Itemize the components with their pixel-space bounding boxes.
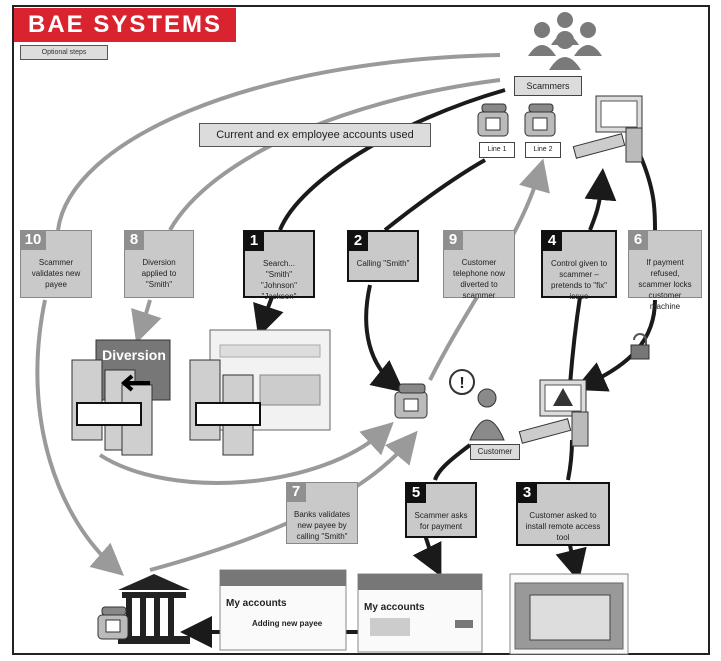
step-5-text: Scammer asks for payment [414,511,468,531]
step-10-number: 10 [20,230,46,250]
scammers-people-icon [528,12,602,70]
step3-to-screen-arrow [555,544,587,582]
step8-to-diversion-arrow [131,299,162,344]
step-9: 9 Customer telephone now diverted to sca… [443,230,515,300]
bank-icon [118,574,190,644]
step-6: 6 If payment refused, scammer locks cust… [628,230,702,311]
customer-person-icon [469,388,505,441]
step-2-number: 2 [348,231,368,251]
bank-phone-icon [97,606,129,640]
step-4-text: Control given to scammer – pretends to "… [550,259,608,301]
step-7-text: Banks validates new payee by calling "Sm… [293,510,351,541]
adding-payee-screen: My accounts Adding new payee [219,569,347,651]
step4-to-computer-arrow [584,168,617,231]
step-1-text: Search... "Smith" "Johnson" "Jackson" [261,259,297,301]
step10-to-bank-arrow [35,299,125,576]
step-9-number: 9 [443,230,463,250]
optional-steps-legend: Optional steps [20,45,108,60]
bae-systems-logo: BAE SYSTEMS [14,8,236,42]
scammer-computer-to-step6-curve [638,154,657,231]
step-8-number: 8 [124,230,144,250]
screen1-subtitle: Adding new payee [252,619,323,628]
step5-to-screen-arrow [412,534,442,577]
step-1-number: 1 [244,231,264,251]
step-5: 5 Scammer asks for payment [405,482,477,538]
scammer-to-step1-curve [278,88,506,231]
line2-label: Line 2 [525,142,561,158]
bank-to-phone-arrow [149,430,418,572]
step-10: 10 Scammer validates new payee [20,230,92,298]
step-2-text: Calling "Smith" [356,259,410,268]
customer-label: Customer [470,444,520,460]
step-8-text: Diversion applied to "Smith" [141,258,177,289]
computer-to-step3-curve [566,439,574,481]
diversion-to-phone-arrow [98,421,394,485]
step-4-number: 4 [542,231,562,251]
step-3-text: Customer asked to install remote access … [525,511,601,542]
step-3: 3 Customer asked to install remote acces… [516,482,610,546]
screen1-title: My accounts [226,598,287,609]
payment-screen: My accounts [357,573,483,653]
scammer-computer-icon [572,95,643,163]
diversion-label: Diversion [102,347,166,363]
step-5-number: 5 [406,483,426,503]
step6-to-customer-computer-arrow [574,299,657,392]
search-database-icon [189,329,331,456]
step-1: 1 Search... "Smith" "Johnson" "Jackson" [243,230,315,301]
step-7: 7 Banks validates new payee by calling "… [286,482,358,544]
svg-text:!: ! [459,375,464,392]
employee-accounts-callout: Current and ex employee accounts used [199,123,431,147]
scammer-to-step10-curve [56,53,501,231]
step-2: 2 Calling "Smith" [347,230,419,282]
line1-label: Line 1 [479,142,515,158]
step1-to-database-arrow [253,296,284,338]
step-8: 8 Diversion applied to "Smith" [124,230,194,298]
step-9-text: Customer telephone now diverted to scamm… [452,258,506,300]
diagram-frame [12,5,710,655]
customer-computer-icon [518,379,589,447]
step-7-number: 7 [286,482,306,502]
remote-tool-screen [509,573,629,655]
scammers-label: Scammers [514,76,582,96]
step-6-number: 6 [628,230,648,250]
line2-phone-icon [524,103,556,137]
screen2-title: My accounts [364,602,425,613]
line1-to-step2-curve [383,158,486,232]
step-3-number: 3 [517,483,537,503]
step2-to-phone-arrow [364,284,405,393]
step-6-text: If payment refused, scammer locks custom… [638,258,692,311]
customer-phone-icon [394,383,428,419]
line1-phone-icon [477,103,509,137]
step-10-text: Scammer validates new payee [31,258,81,289]
step-4: 4 Control given to scammer – pretends to… [541,230,617,301]
diversion-servers-icon [71,339,171,456]
customer-to-step5-curve [433,443,472,481]
scammer-to-step8-curve [168,78,501,231]
exclamation-icon: ! [449,369,475,395]
lock-icon [630,333,650,360]
